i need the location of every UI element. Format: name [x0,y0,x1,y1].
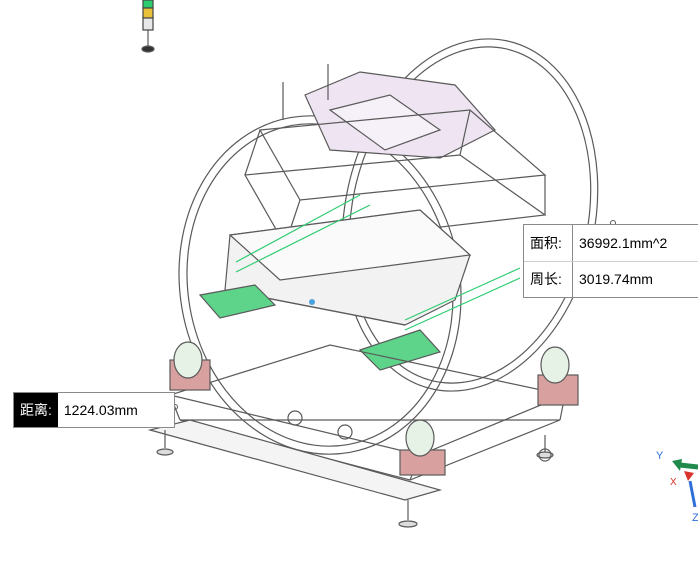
area-measurement-callout: 面积: 36992.1mm^2 周长: 3019.74mm [523,224,698,298]
area-value: 36992.1mm^2 [579,234,668,251]
z-axis-arrow [688,480,697,508]
z-axis-label: Z [692,512,698,524]
distance-value: 1224.03mm [57,393,144,427]
perimeter-value: 3019.74mm [579,271,653,288]
perimeter-label: 周长: [524,261,573,297]
x-axis-arrow [684,471,694,481]
signal-tower-icon [141,0,155,53]
x-axis-label: X [670,477,677,488]
coordinate-triad[interactable]: Y X Z [650,445,698,525]
area-label: 面积: [524,225,573,261]
distance-label: 距离: [14,393,58,427]
distance-measurement-callout: 距离: 1224.03mm [13,392,175,428]
y-axis-label: Y [656,450,664,462]
y-axis-arrow [679,462,698,470]
